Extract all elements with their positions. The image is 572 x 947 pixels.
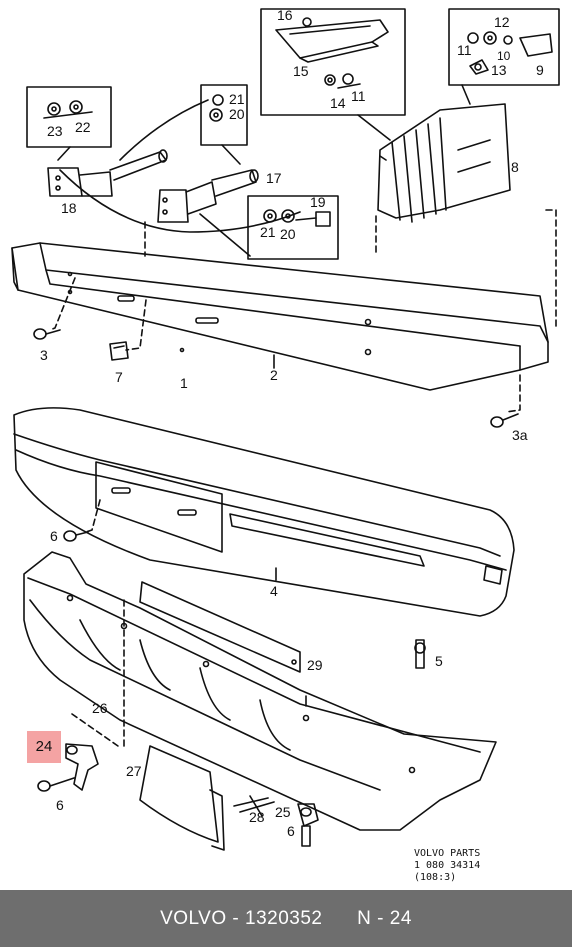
callout-16: 16 [277, 7, 293, 23]
trim-strip-29 [139, 581, 301, 673]
stamp-line-1: VOLVO PARTS [414, 848, 481, 859]
inset-washer-box-mid [200, 84, 248, 146]
callout-21: 21 [260, 224, 276, 240]
footer-position: N - 24 [357, 907, 412, 929]
air-guide-27 [139, 745, 225, 851]
callout-5: 5 [435, 653, 443, 669]
clip-25 [297, 803, 319, 827]
callout-22: 22 [75, 119, 91, 135]
callout-29: 29 [307, 657, 323, 673]
front-spoiler [23, 551, 497, 831]
screw-6-upper [63, 530, 89, 542]
highlighted-callout-label: 24 [35, 738, 53, 755]
callout-13: 13 [491, 62, 507, 78]
callout-1: 1 [180, 375, 188, 391]
callout-25: 25 [275, 804, 291, 820]
callout-8: 8 [511, 159, 519, 175]
callout-11: 11 [351, 88, 366, 104]
stamp-line-2: 1 080 34314 [414, 860, 481, 871]
screw-3 [33, 328, 61, 340]
callout-7: 7 [115, 369, 123, 385]
callout-26: 26 [92, 700, 108, 716]
callout-18: 18 [61, 200, 77, 216]
callout-20: 20 [229, 106, 245, 122]
highlighted-callout-24[interactable]: 24 [27, 731, 61, 763]
callout-10: 10 [497, 49, 511, 63]
volvo-parts-stamp: VOLVO PARTS 1 080 34314 (108:3) [414, 848, 480, 884]
footer-bar: VOLVO - 1320352 N - 24 [0, 890, 572, 947]
callout-20: 20 [280, 226, 296, 242]
callout-23: 23 [47, 123, 63, 139]
callout-27: 27 [126, 763, 142, 779]
callout-9: 9 [536, 62, 544, 78]
bumper-cover [13, 407, 515, 617]
clip-7 [109, 341, 129, 361]
callout-3a: 3a [512, 427, 528, 443]
callout-17: 17 [266, 170, 282, 186]
inset-washer-box-left [26, 86, 112, 148]
callout-21: 21 [229, 91, 245, 107]
screw-3a [490, 413, 519, 428]
callout-15: 15 [293, 63, 309, 79]
side-member [377, 103, 511, 223]
screw-6-lower [37, 777, 75, 792]
footer-brand: VOLVO [160, 907, 227, 929]
bumper-mount-arms [47, 99, 301, 233]
stamp-line-3: (108:3) [414, 872, 457, 883]
callout-6: 6 [50, 528, 58, 544]
callout-3: 3 [40, 347, 48, 363]
bolt-5 [414, 639, 426, 669]
screw-6-right [301, 825, 311, 847]
bracket-24 [65, 743, 99, 791]
callout-28: 28 [249, 809, 265, 825]
callout-19: 19 [310, 194, 326, 210]
inset-clip-box [448, 8, 560, 86]
bumper-bar [11, 242, 549, 391]
exploded-parts-diagram [11, 8, 560, 851]
callout-2: 2 [270, 367, 278, 383]
callout-11: 11 [457, 42, 472, 58]
callout-6: 6 [287, 823, 295, 839]
callout-4: 4 [270, 583, 278, 599]
callout-12: 12 [494, 14, 510, 30]
clip-28 [233, 795, 275, 817]
footer-part-number: 1320352 [245, 907, 323, 929]
inset-bracket-box [260, 8, 406, 116]
callout-14: 14 [330, 95, 346, 111]
callout-6: 6 [56, 797, 64, 813]
